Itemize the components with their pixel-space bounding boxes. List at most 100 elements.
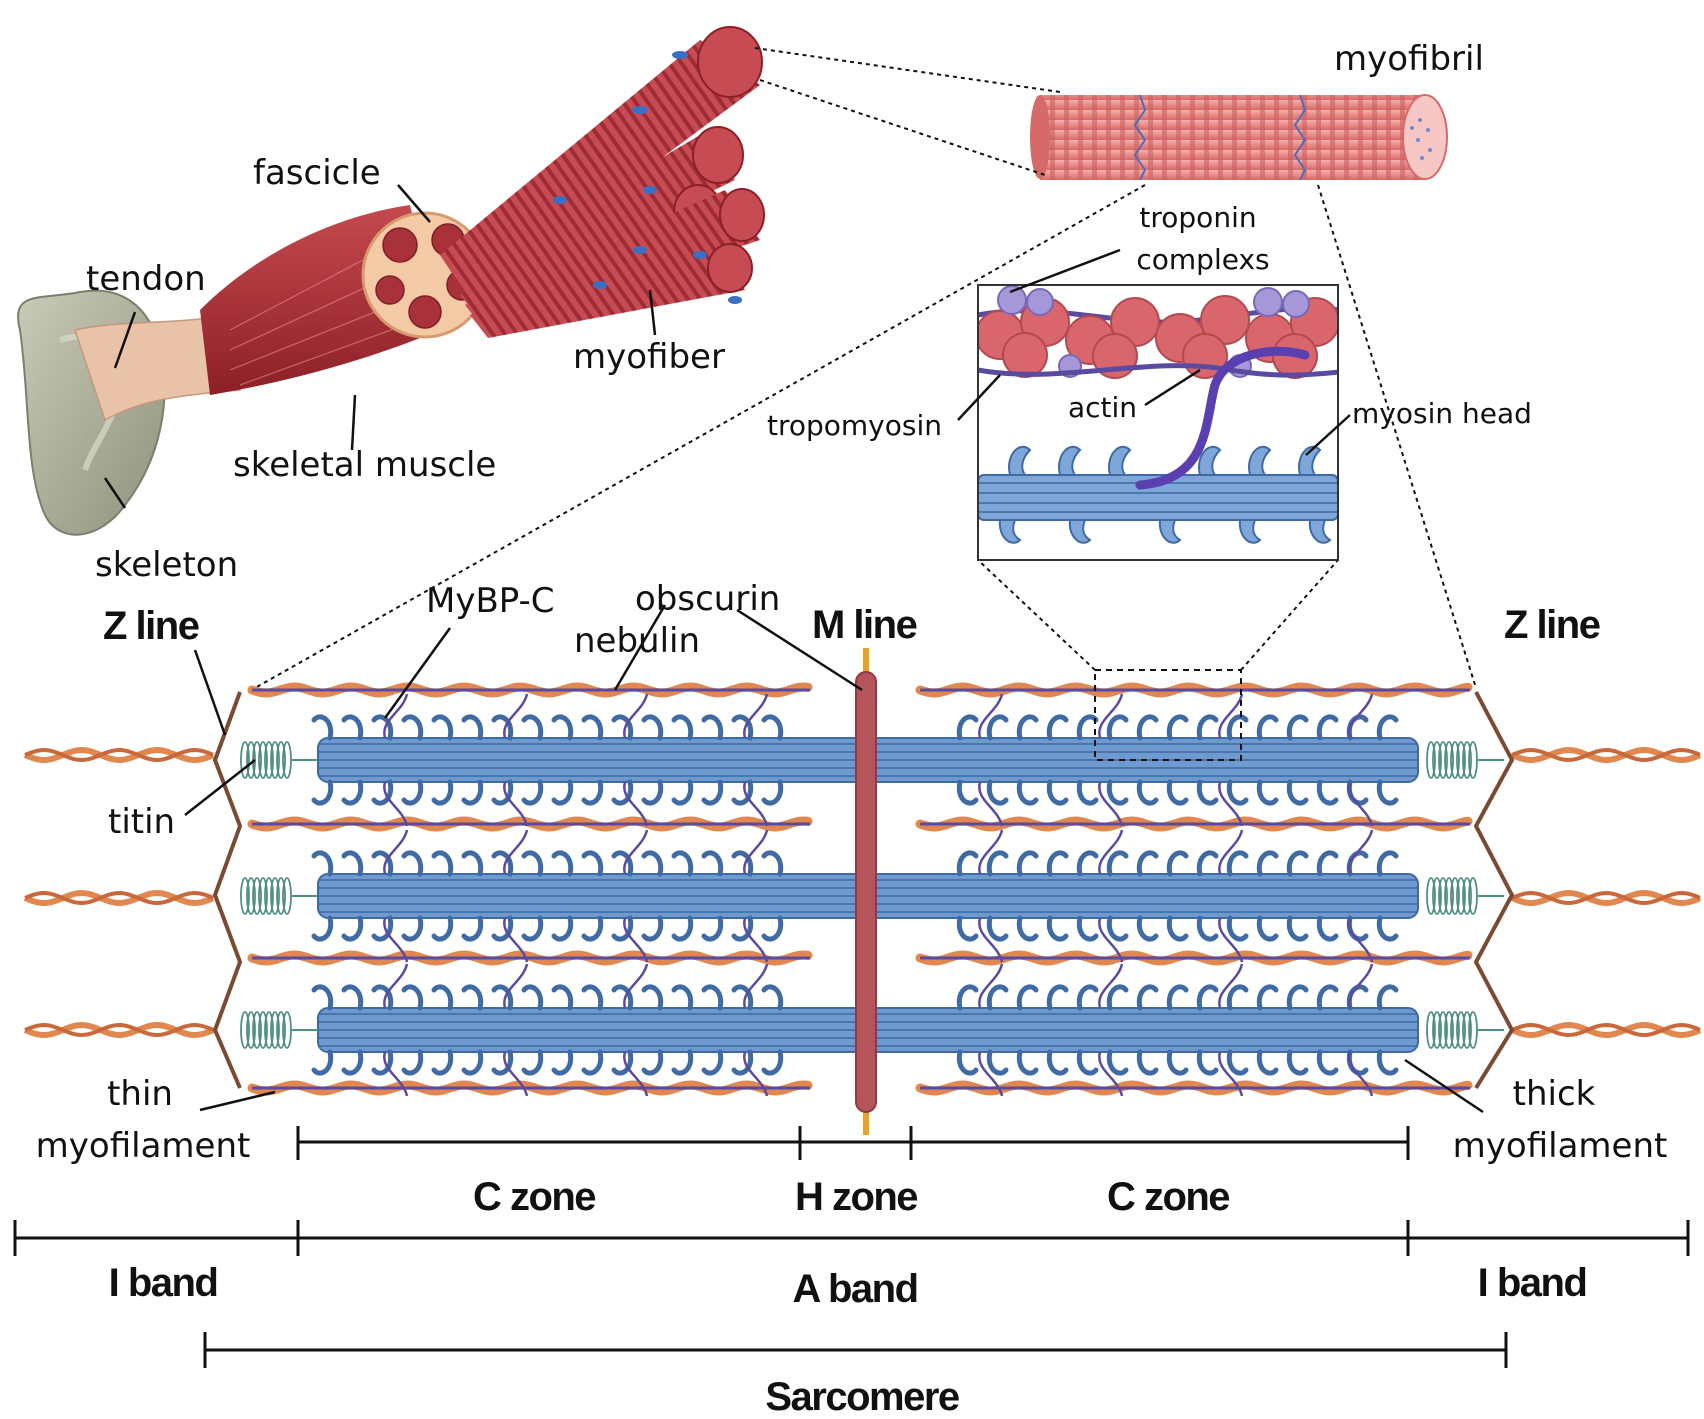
- myosin-head: [1226, 1049, 1249, 1076]
- myosin-head: [521, 850, 544, 877]
- myosin-head: [611, 714, 634, 741]
- thin-filament-outer-right: [1510, 746, 1702, 763]
- myosin-head: [1076, 984, 1099, 1011]
- titin-spring-right: [1426, 877, 1504, 915]
- thin-filament-left: [247, 682, 813, 698]
- myosin-head: [371, 779, 394, 806]
- mybp-c: [743, 693, 769, 739]
- mybp-c: [978, 781, 1004, 827]
- myosin-head: [956, 1049, 979, 1076]
- myosin-head: [611, 1049, 634, 1076]
- myosin-head: [461, 915, 484, 942]
- myosin-head: [1316, 850, 1339, 877]
- mybp-c: [383, 693, 409, 739]
- myosin-head: [1076, 915, 1099, 942]
- mybp-c: [383, 917, 409, 963]
- myosin-head: [731, 779, 754, 806]
- mybp-c: [623, 781, 649, 827]
- titin-spring-right: [1426, 1011, 1504, 1049]
- myofibril-illustration: [1030, 94, 1448, 181]
- myosin-head: [671, 714, 694, 741]
- myosin-head: [1286, 984, 1309, 1011]
- myosin-head: [1346, 984, 1369, 1011]
- myosin-head: [1016, 714, 1039, 741]
- label-myofibril: myofibril: [1334, 39, 1484, 79]
- myosin-head: [1376, 915, 1399, 942]
- myosin-head: [1286, 915, 1309, 942]
- thin-filament-right: [915, 950, 1473, 966]
- label-titin: titin: [108, 802, 176, 842]
- myosin-head: [956, 984, 979, 1011]
- mybp-c: [1218, 693, 1244, 739]
- myosin-head: [431, 779, 454, 806]
- myosin-head: [1076, 714, 1099, 741]
- myosin-head: [551, 1049, 574, 1076]
- myosin-head: [1346, 1049, 1369, 1076]
- myosin-head: [461, 714, 484, 741]
- myosin-head: [1106, 1049, 1129, 1076]
- myosin-head: [731, 850, 754, 877]
- myosin-head: [521, 984, 544, 1011]
- myosin-head: [1016, 1049, 1039, 1076]
- myosin-head: [1106, 779, 1129, 806]
- zoom-selection-box: [1094, 669, 1242, 761]
- z-line-left: [212, 691, 243, 1089]
- thin-filament-left: [247, 816, 813, 832]
- mybp-c: [1348, 829, 1374, 875]
- mybp-c: [1098, 829, 1124, 875]
- myosin-head: [731, 1049, 754, 1076]
- mybp-c: [1218, 781, 1244, 827]
- thin-filament-outer-left: [23, 746, 215, 763]
- myosin-head: [581, 850, 604, 877]
- thin-filament-right: [915, 816, 1473, 832]
- thin-filament-outer-left: [23, 889, 215, 906]
- label-troponin-line1: troponin: [1139, 201, 1257, 234]
- mybp-c: [623, 963, 649, 1009]
- mybp-c: [1218, 917, 1244, 963]
- myosin-head: [1226, 779, 1249, 806]
- myosin-head: [581, 779, 604, 806]
- mybp-c: [1218, 1051, 1244, 1097]
- myosin-head: [671, 850, 694, 877]
- label-h-zone: H zone: [794, 1175, 919, 1219]
- myosin-head: [1316, 779, 1339, 806]
- label-thick-line1: thick: [1512, 1074, 1596, 1114]
- label-z-line-left: Z line: [103, 604, 200, 648]
- mybp-c: [1098, 693, 1124, 739]
- myosin-head: [491, 714, 514, 741]
- myosin-head: [491, 850, 514, 877]
- myosin-head: [1196, 984, 1219, 1011]
- myosin-head: [986, 714, 1009, 741]
- thin-filament-outer-left: [23, 1021, 215, 1038]
- myosin-head: [1106, 850, 1129, 877]
- myosin-head: [581, 915, 604, 942]
- myosin-head: [1106, 984, 1129, 1011]
- myosin-head: [761, 779, 784, 806]
- label-thin-line2: myofilament: [35, 1126, 251, 1166]
- m-line-bar: [855, 671, 877, 1113]
- myosin-head: [1106, 915, 1129, 942]
- label-c-zone-left: C zone: [472, 1175, 597, 1219]
- myosin-head: [311, 915, 334, 942]
- label-m-line: M line: [812, 603, 918, 647]
- myosin-head: [1166, 1049, 1189, 1076]
- myosin-head: [341, 714, 364, 741]
- myosin-head: [671, 1049, 694, 1076]
- thin-filament-right: [915, 682, 1473, 698]
- myosin-head: [731, 915, 754, 942]
- myosin-head: [1076, 1049, 1099, 1076]
- myosin-head: [701, 850, 724, 877]
- zoom-guide-lines: [254, 47, 1477, 689]
- myosin-head: [1376, 1049, 1399, 1076]
- myosin-head: [341, 1049, 364, 1076]
- myosin-head: [641, 984, 664, 1011]
- myosin-head: [1316, 1049, 1339, 1076]
- myosin-head: [1256, 714, 1279, 741]
- myosin-head: [1256, 779, 1279, 806]
- myosin-head: [1076, 779, 1099, 806]
- myosin-head: [986, 984, 1009, 1011]
- myosin-head: [1106, 714, 1129, 741]
- mybp-c: [743, 1051, 769, 1097]
- label-nebulin: nebulin: [574, 621, 701, 661]
